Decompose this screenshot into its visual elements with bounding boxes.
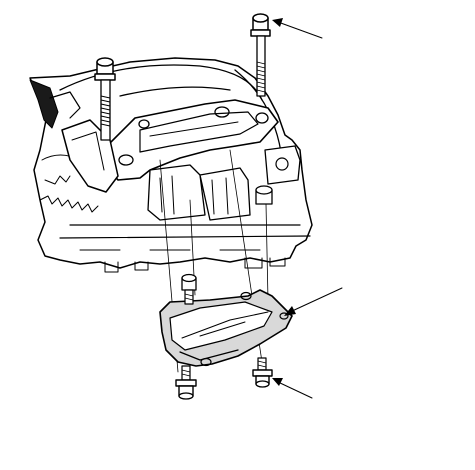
lower-bolt-right [252,357,273,388]
arrowhead-icon [272,18,283,27]
upper-bolt-left [94,57,116,141]
callout-lower-bolt [272,378,313,399]
callout-upper-bolt [272,18,323,39]
callout-lower-cover [284,287,343,316]
lower-bolt-center [181,273,197,305]
lower-cover [159,289,293,367]
arrowhead-icon [272,378,283,386]
lower-bolt-left [175,365,197,400]
center-stud [255,185,273,205]
upper-bolt-right [250,13,271,97]
arrowhead-icon [284,306,296,316]
engine-block [29,57,313,273]
